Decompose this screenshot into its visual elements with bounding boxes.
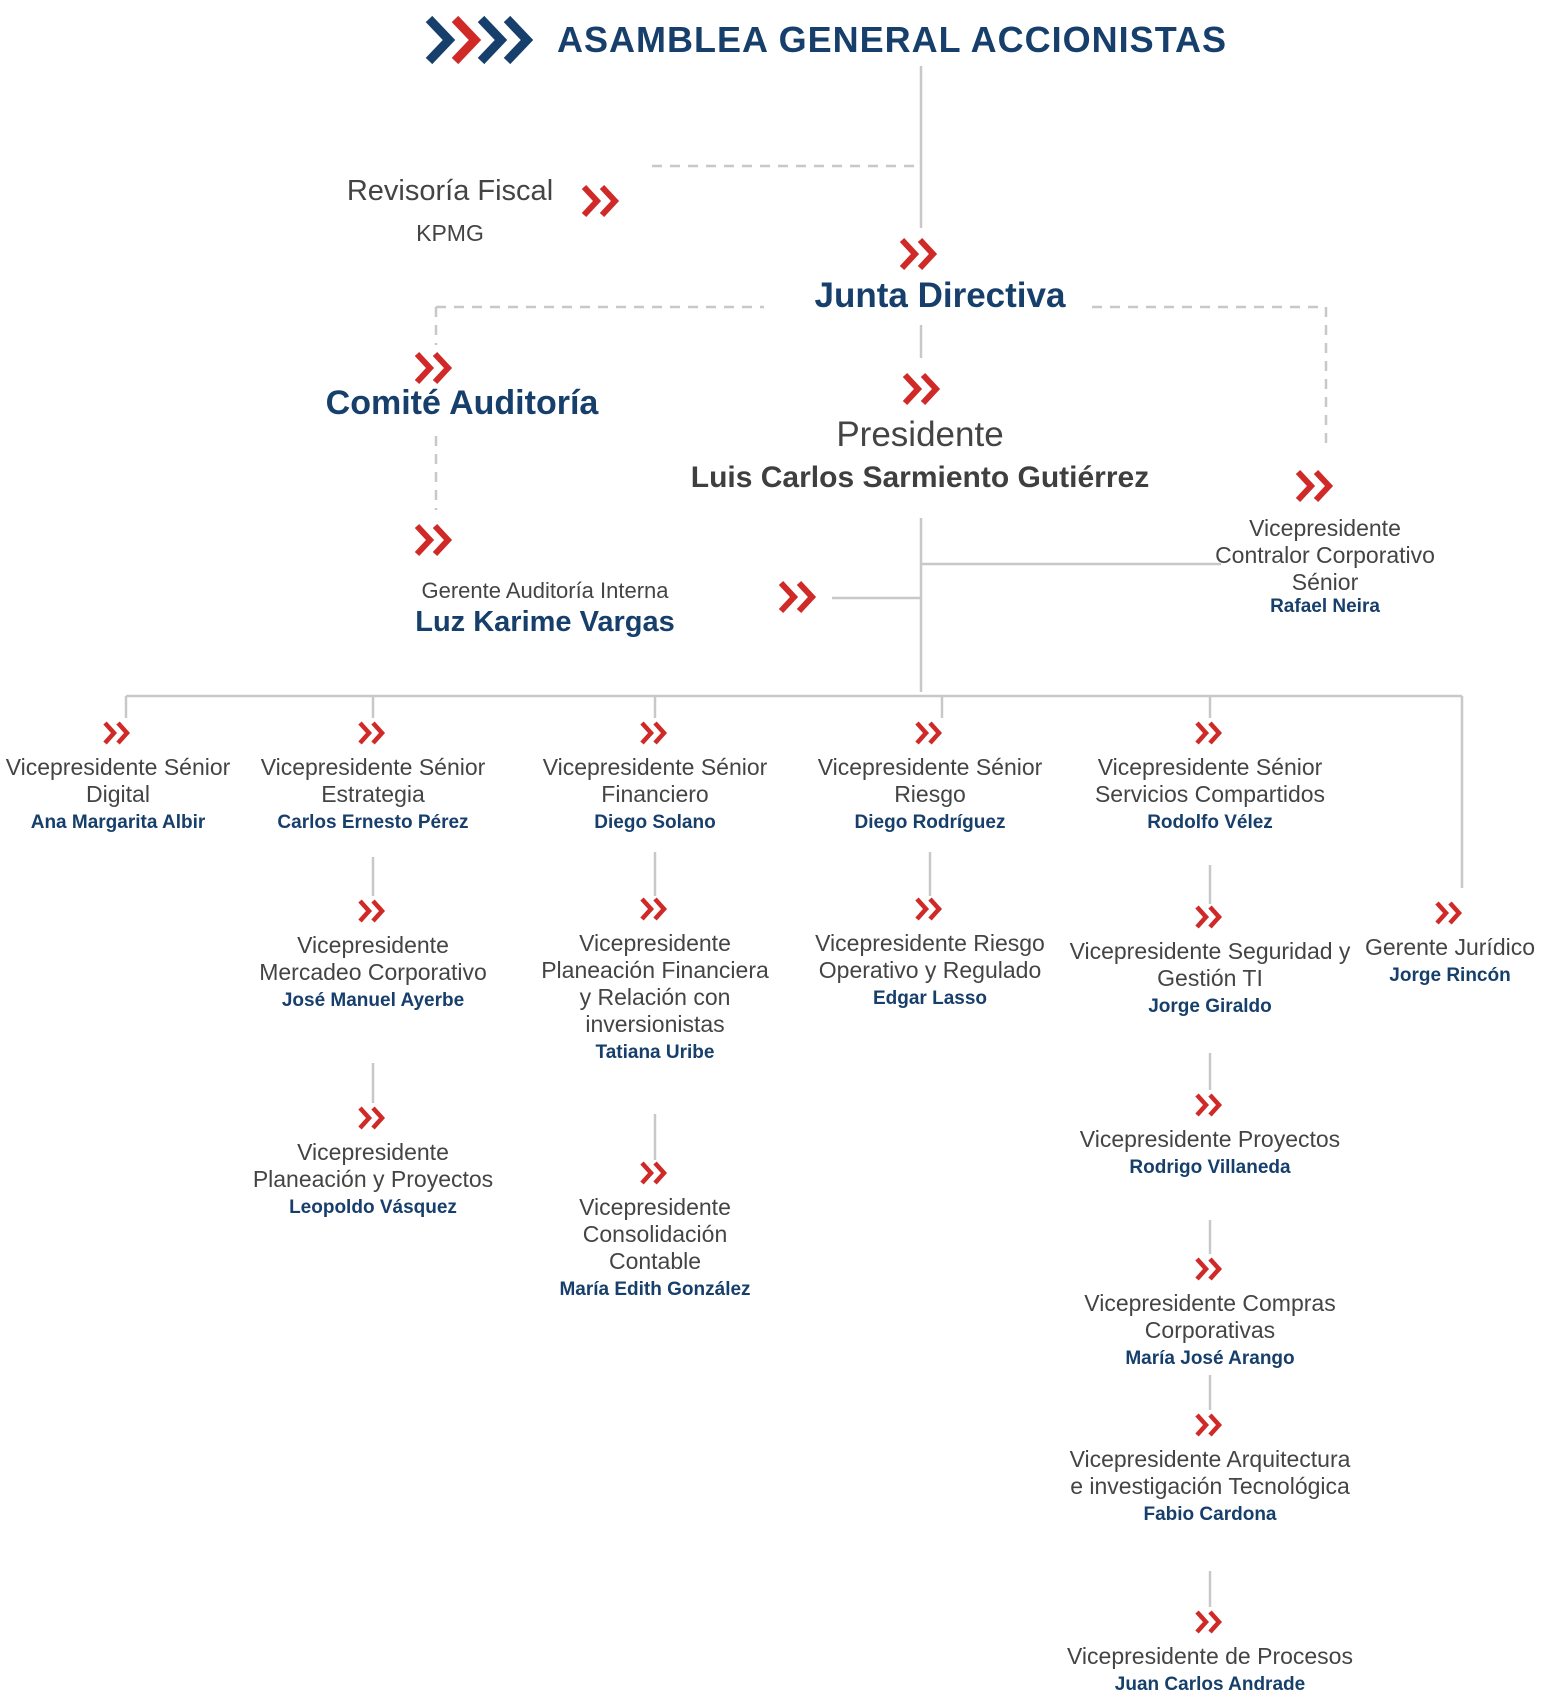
double-chevron-icon: [1195, 905, 1223, 929]
contralor-node: Vicepresidente Contralor Corporativo Sén…: [1210, 515, 1440, 618]
vp-role: Vicepresidente Arquitectura e investigac…: [1069, 1446, 1351, 1499]
vp-name: Jorge Giraldo: [1148, 996, 1272, 1017]
double-chevron-icon: [640, 1161, 668, 1185]
vp-role: Vicepresidente Sénior Financiero: [542, 754, 768, 807]
double-chevron-icon: [915, 721, 943, 745]
double-chevron-icon: [358, 1106, 386, 1130]
revisoria-name: KPMG: [416, 220, 484, 246]
vp-role: Vicepresidente de Procesos: [1067, 1643, 1353, 1669]
presidente-name: Luis Carlos Sarmiento Gutiérrez: [690, 461, 1150, 494]
vp-name: Jorge Rincón: [1389, 965, 1511, 986]
vp-node: Vicepresidente Riesgo Operativo y Regula…: [815, 896, 1045, 1010]
vp-name: María Edith González: [559, 1279, 751, 1300]
vp-node: Vicepresidente Arquitectura e investigac…: [1060, 1412, 1360, 1526]
vp-name: Juan Carlos Andrade: [1114, 1674, 1306, 1695]
vp-role: Vicepresidente Sénior Estrategia: [260, 754, 486, 807]
double-chevron-icon: [640, 897, 668, 921]
double-chevron-icon: [1195, 1093, 1223, 1117]
vp-name: Fabio Cardona: [1143, 1504, 1277, 1525]
vp-role: Vicepresidente Seguridad y Gestión TI: [1069, 938, 1351, 991]
double-chevron-icon: [414, 351, 453, 385]
double-chevron-icon: [778, 580, 817, 614]
double-chevron-icon: [1195, 721, 1223, 745]
vp-role: Vicepresidente Compras Corporativas: [1084, 1290, 1336, 1343]
vp-name: Leopoldo Vásquez: [289, 1197, 457, 1218]
vp-role: Vicepresidente Sénior Servicios Comparti…: [1094, 754, 1326, 807]
presidente-node: Presidente Luis Carlos Sarmiento Gutiérr…: [660, 415, 1180, 495]
vp-role: Vicepresidente Mercadeo Corporativo: [259, 932, 487, 985]
vp-role: Vicepresidente Riesgo Operativo y Regula…: [815, 930, 1045, 983]
vp-name: Ana Margarita Albir: [30, 812, 206, 833]
junta-directiva: Junta Directiva: [814, 276, 1066, 315]
vp-name: Tatiana Uribe: [595, 1042, 715, 1063]
header-title: ASAMBLEA GENERAL ACCIONISTAS: [425, 10, 1227, 70]
double-chevron-icon: [899, 237, 938, 271]
double-chevron-icon: [1295, 469, 1334, 503]
vp-name: Edgar Lasso: [872, 988, 988, 1009]
revisoria-node: Revisoría Fiscal KPMG: [300, 175, 600, 247]
vp-name: José Manuel Ayerbe: [281, 990, 465, 1011]
vp-role: Vicepresidente Sénior Riesgo: [817, 754, 1043, 807]
revisoria-role: Revisoría Fiscal: [346, 175, 554, 207]
auditoria-name: Luz Karime Vargas: [415, 606, 675, 638]
contralor-name: Rafael Neira: [1270, 596, 1380, 617]
presidente-role: Presidente: [836, 415, 1004, 454]
vp-node: Vicepresidente Seguridad y Gestión TI Jor…: [1060, 904, 1360, 1018]
double-chevron-icon: [581, 184, 620, 218]
auditoria-role: Gerente Auditoría Interna: [421, 578, 669, 603]
double-chevron-icon: [1195, 1257, 1223, 1281]
vp-node: Vicepresidente Sénior Servicios Comparti…: [1060, 720, 1360, 834]
double-chevron-icon: [1195, 1413, 1223, 1437]
double-chevron-icon: [640, 721, 668, 745]
contralor-role: Vicepresidente Contralor Corporativo Sén…: [1215, 515, 1435, 595]
double-chevron-icon: [902, 372, 941, 406]
double-chevron-icon: [103, 721, 131, 745]
double-chevron-icon: [414, 523, 453, 557]
vp-node: Vicepresidente Planeación Financiera y R…: [535, 896, 775, 1064]
vp-role: Vicepresidente Sénior Digital: [5, 754, 231, 807]
vp-role: Gerente Jurídico: [1364, 934, 1536, 960]
double-chevron-icon: [358, 899, 386, 923]
vp-name: Carlos Ernesto Pérez: [277, 812, 469, 833]
assembly-title: ASAMBLEA GENERAL ACCIONISTAS: [557, 19, 1228, 60]
double-chevron-icon: [1195, 1610, 1223, 1634]
double-chevron-icon: [1435, 901, 1463, 925]
comite-auditoria: Comité Auditoría: [325, 384, 599, 422]
vp-name: Rodolfo Vélez: [1147, 812, 1273, 833]
vp-role: Vicepresidente Planeación y Proyectos: [252, 1139, 494, 1192]
vp-name: Diego Solano: [594, 812, 716, 833]
double-chevron-icon: [915, 897, 943, 921]
four-chevron-logo-icon: [425, 15, 534, 65]
vp-role: Vicepresidente Consolidación Contable: [579, 1194, 731, 1274]
vp-role: Vicepresidente Planeación Financiera y R…: [541, 930, 769, 1037]
vp-name: Rodrigo Villaneda: [1129, 1157, 1291, 1178]
vp-role: Vicepresidente Proyectos: [1079, 1126, 1341, 1152]
vp-name: María José Arango: [1125, 1348, 1295, 1369]
double-chevron-icon: [358, 721, 386, 745]
vp-name: Diego Rodríguez: [854, 812, 1006, 833]
auditoria-node: Gerente Auditoría Interna Luz Karime Var…: [380, 578, 710, 639]
